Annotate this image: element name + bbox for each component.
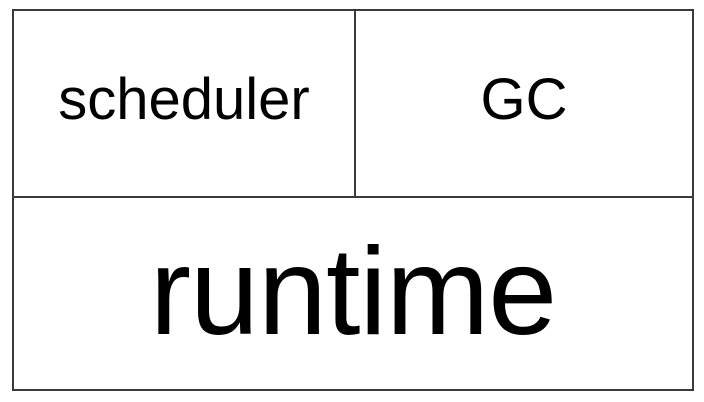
gc-box: GC bbox=[356, 11, 692, 198]
runtime-architecture-diagram: scheduler GC runtime bbox=[12, 9, 694, 391]
scheduler-label: scheduler bbox=[58, 66, 310, 132]
scheduler-box: scheduler bbox=[14, 11, 356, 198]
runtime-box: runtime bbox=[14, 198, 692, 389]
runtime-label: runtime bbox=[149, 222, 557, 361]
gc-label: GC bbox=[480, 66, 568, 132]
